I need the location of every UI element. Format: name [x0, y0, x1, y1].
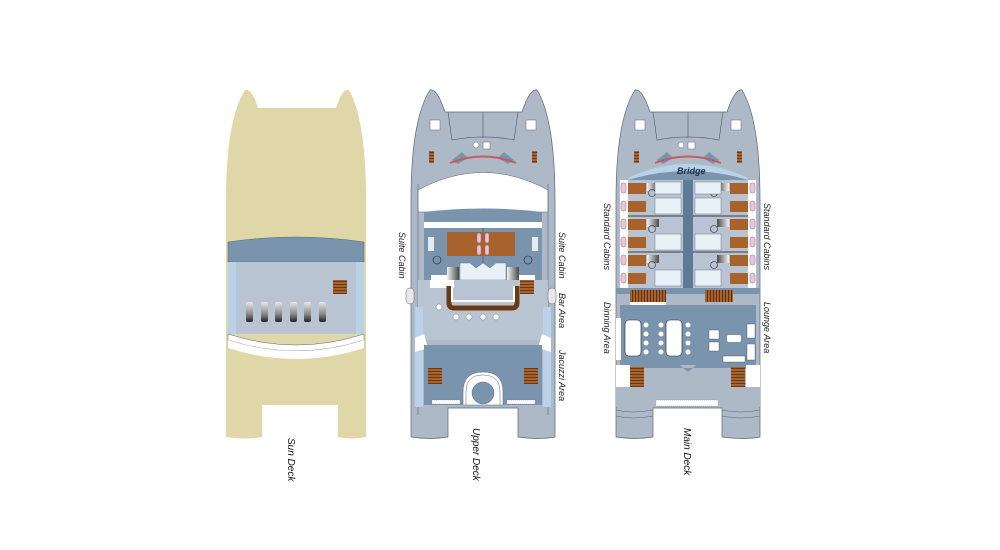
- standard-cabins-left: [620, 180, 683, 288]
- sun-deck-floor: [228, 262, 364, 334]
- sun-deck: Sun Deck: [226, 89, 366, 482]
- dining-table: [665, 319, 683, 357]
- bridge-label: Bridge: [677, 166, 706, 176]
- wood-stair-icon: [333, 280, 347, 294]
- standard-cabins-left-label: Standard Cabins: [602, 203, 612, 271]
- sun-lounger-icons: [246, 302, 326, 322]
- main-deck-label: Main Deck: [681, 428, 692, 476]
- stairs-right: [705, 290, 733, 302]
- suite-cabin-right-label: Suite Cabin: [557, 232, 567, 279]
- stairs-left: [630, 290, 666, 302]
- sun-deck-label: Sun Deck: [285, 438, 296, 482]
- upper-deck: Suite Cabin Suite Cabin Bar Area Jacuzzi…: [397, 89, 567, 482]
- upper-deck-label: Upper Deck: [470, 428, 481, 482]
- suite-cabin-left-label: Suite Cabin: [397, 232, 407, 279]
- lounge-area-label: Lounge Area: [762, 302, 772, 353]
- main-deck: Bridge: [602, 89, 772, 476]
- jacuzzi-area-label: Jacuzzi Area: [557, 349, 567, 401]
- dinning-area-label: Dinning Area: [602, 302, 612, 354]
- bar-area-label: Bar Area: [557, 293, 567, 328]
- standard-cabins-right: [693, 180, 756, 288]
- standard-cabins-right-label: Standard Cabins: [762, 203, 772, 271]
- sun-deck-shade-roof: [227, 236, 365, 263]
- dining-table: [624, 319, 642, 357]
- jacuzzi-icon: [471, 381, 495, 405]
